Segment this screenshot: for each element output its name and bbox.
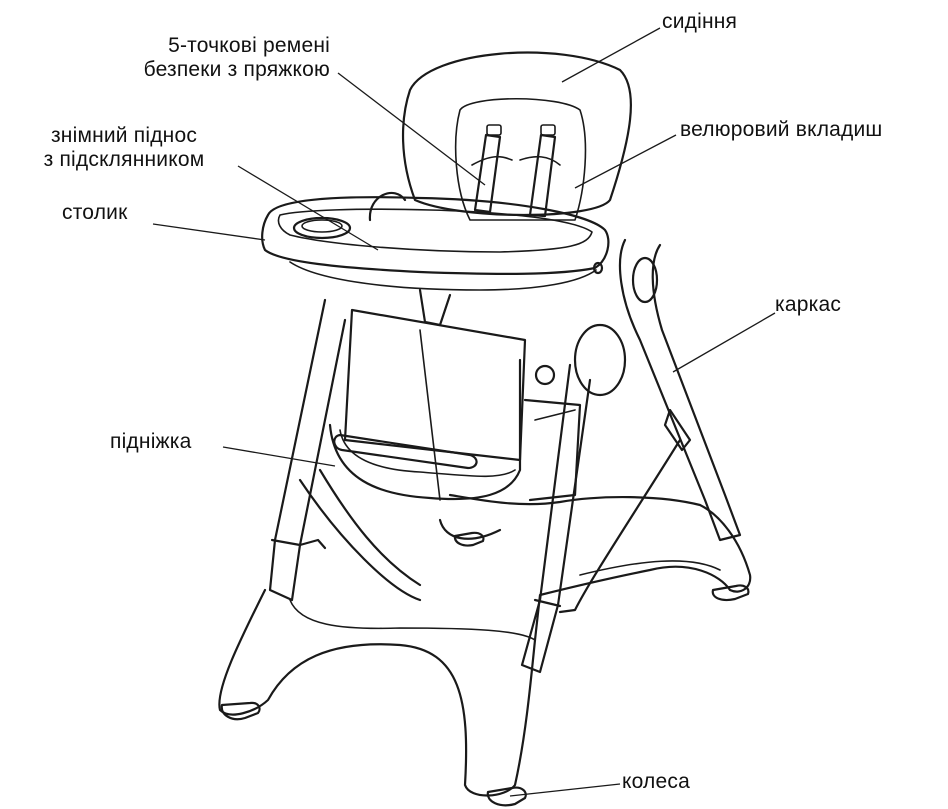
label-tray-line2: з підсклянником: [8, 148, 240, 172]
label-harness: 5-точкові ремені безпеки з пряжкою: [60, 34, 330, 82]
seat-back: [370, 53, 631, 220]
leader-wheels: [510, 784, 620, 796]
leader-table: [153, 224, 265, 240]
chair-frame: [270, 240, 740, 672]
wheels: [222, 533, 749, 805]
label-harness-line1: 5-точкові ремені: [60, 34, 330, 58]
label-wheels: колеса: [622, 770, 690, 794]
label-tray-line1: знімний піднос: [8, 124, 240, 148]
leader-seat: [562, 28, 660, 82]
label-table: столик: [62, 201, 127, 225]
label-harness-line2: безпеки з пряжкою: [60, 58, 330, 82]
leader-frame: [673, 313, 775, 372]
label-seat: сидіння: [662, 10, 737, 34]
label-velour: велюровий вкладиш: [680, 118, 882, 142]
label-footrest: підніжка: [110, 430, 192, 454]
label-frame: каркас: [775, 293, 841, 317]
leader-lines: [153, 28, 775, 796]
tray: [262, 197, 608, 325]
leader-harness: [338, 73, 485, 185]
label-tray: знімний піднос з підсклянником: [8, 124, 240, 172]
seat-panel: [330, 310, 580, 500]
base-frame: [219, 495, 750, 796]
